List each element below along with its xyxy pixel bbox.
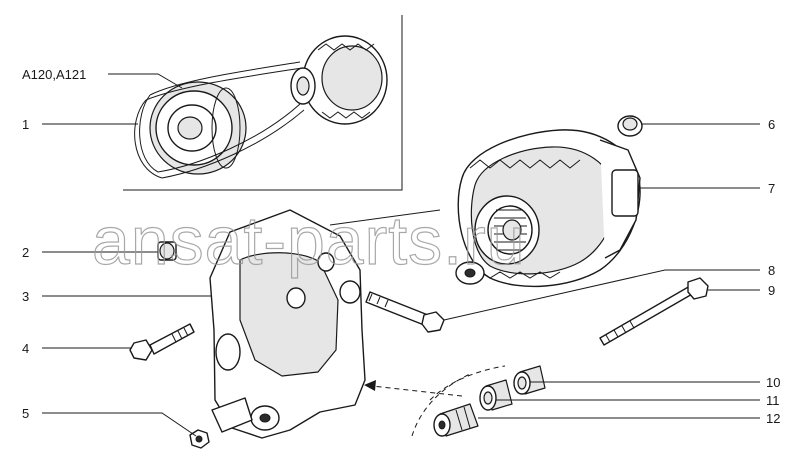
alternator	[455, 129, 641, 288]
callout-1: 1	[22, 117, 29, 132]
bushing	[157, 241, 177, 261]
nut-5	[189, 429, 210, 449]
callout-10: 10	[766, 375, 780, 390]
callout-4: 4	[22, 341, 29, 356]
watermark-text: ansat-parts.ru	[92, 203, 526, 279]
callout-5: 5	[22, 406, 29, 421]
spacer-10	[513, 365, 546, 395]
callout-3: 3	[22, 289, 29, 304]
leader-lines	[42, 73, 760, 437]
drive-belt	[134, 61, 305, 179]
callout-2: 2	[22, 245, 29, 260]
long-bolt-9	[599, 277, 709, 346]
callout-9: 9	[768, 283, 775, 298]
callout-8: 8	[768, 263, 775, 278]
bolt-8	[365, 291, 445, 333]
assembly-arrow	[371, 385, 463, 397]
sleeve-11	[479, 379, 513, 411]
alternator-bracket	[209, 209, 366, 439]
callout-a120-a121: A120,A121	[22, 67, 86, 82]
inset-alternator	[290, 35, 388, 125]
callout-labels: A120,A121 1 2 3 4 5 6 7 8 9 10 11 12	[22, 67, 780, 426]
bolt-4	[129, 323, 195, 361]
dashed-arc-outer	[429, 365, 506, 401]
flange-nut-6	[617, 115, 643, 137]
callout-7: 7	[768, 181, 775, 196]
callout-11: 11	[766, 393, 780, 408]
bushing-12	[433, 403, 479, 437]
belt-drive-inset	[123, 15, 403, 191]
callout-6: 6	[768, 117, 775, 132]
crank-pulley	[149, 81, 247, 175]
arrow-head-icon	[364, 380, 376, 391]
callout-12: 12	[766, 411, 780, 426]
